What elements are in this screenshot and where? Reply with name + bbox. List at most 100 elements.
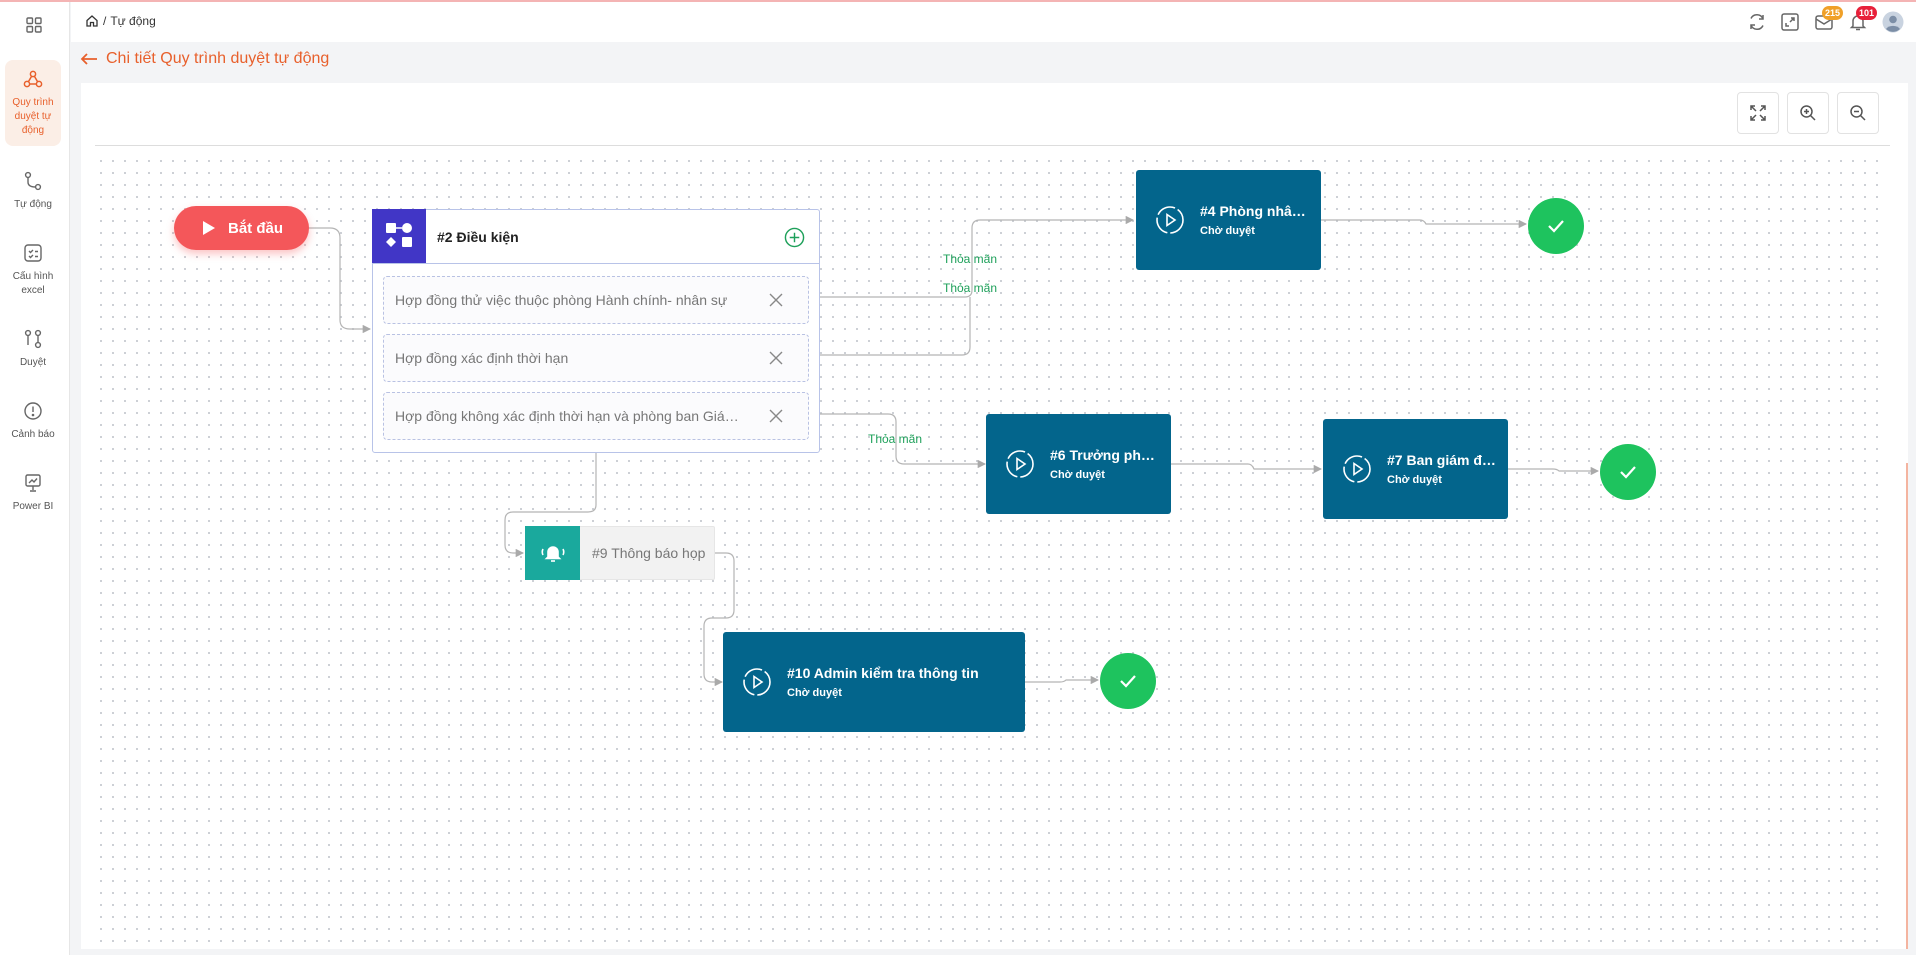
sidebar-item-warning[interactable]: Cảnh báo xyxy=(5,400,61,442)
condition-row[interactable]: Hợp đồng xác định thời hạn xyxy=(383,334,809,382)
fullscreen-icon[interactable] xyxy=(1779,11,1801,33)
back-arrow-icon[interactable] xyxy=(80,52,98,66)
edge-condition-to-notify xyxy=(504,453,597,558)
condition-row[interactable]: Hợp đồng không xác định thời hạn và phòn… xyxy=(383,392,809,440)
edge-step4-to-done xyxy=(1321,219,1528,229)
condition-row-text: Hợp đồng xác định thời hạn xyxy=(395,350,569,366)
bell-icon[interactable]: 101 xyxy=(1847,6,1878,33)
remove-condition-icon[interactable] xyxy=(769,409,783,423)
approval-step-10[interactable]: #10 Admin kiểm tra thông tin Chờ duyệt xyxy=(723,632,1025,732)
refresh-icon[interactable] xyxy=(1746,11,1768,33)
breadcrumb: / Tự động xyxy=(85,14,156,28)
edge-notify-to-step10 xyxy=(703,552,735,687)
toolbar-divider xyxy=(95,145,1890,146)
sidebar-item-label: Duyệt xyxy=(19,357,47,368)
mail-badge: 215 xyxy=(1822,6,1844,20)
step-name: #4 Phòng nhâ… xyxy=(1200,203,1306,219)
edge-condition-to-step4-a xyxy=(820,215,1135,298)
start-node-label: Bắt đầu xyxy=(228,219,284,237)
remove-condition-icon[interactable] xyxy=(769,293,783,307)
sidebar-item-workflow[interactable]: Quy trình duyệt tự động xyxy=(5,60,61,146)
start-node[interactable]: Bắt đầu xyxy=(174,206,309,250)
play-circle-icon xyxy=(1156,206,1184,234)
page-title: Chi tiết Quy trình duyệt tự động xyxy=(106,50,330,67)
power-bi-icon xyxy=(25,474,41,492)
notification-node[interactable]: #9 Thông báo họp xyxy=(525,526,715,580)
avatar[interactable] xyxy=(1882,11,1904,33)
auto-flow-icon xyxy=(24,171,42,191)
approval-step-6[interactable]: #6 Trưởng ph… Chờ duyệt xyxy=(986,414,1171,514)
step-status: Chờ duyệt xyxy=(1050,469,1105,481)
end-node[interactable] xyxy=(1528,198,1584,254)
sidebar-item-label: Quy trình duyệt tự động xyxy=(12,97,54,136)
step-status: Chờ duyệt xyxy=(787,687,842,699)
condition-row[interactable]: Hợp đồng thử việc thuộc phòng Hành chính… xyxy=(383,276,809,324)
fit-view-button[interactable] xyxy=(1737,92,1779,134)
condition-title: #2 Điều kiện xyxy=(437,228,519,245)
warning-icon xyxy=(24,402,42,420)
sidebar-item-power-bi[interactable]: Power BI xyxy=(5,472,61,514)
add-condition-icon[interactable] xyxy=(784,227,805,248)
sidebar-item-approve[interactable]: Duyệt xyxy=(5,328,61,370)
notification-label: #9 Thông báo họp xyxy=(592,545,706,561)
workflow-icon xyxy=(23,70,43,88)
step-status: Chờ duyệt xyxy=(1200,225,1255,237)
edge-start-to-condition xyxy=(309,227,372,334)
condition-row-text: Hợp đồng không xác định thời hạn và phòn… xyxy=(395,408,739,424)
step-status: Chờ duyệt xyxy=(1387,474,1442,486)
play-circle-icon xyxy=(1343,455,1371,483)
sidebar-item-label: Power BI xyxy=(12,501,54,512)
edge-step7-to-done xyxy=(1508,466,1600,476)
breadcrumb-separator: / xyxy=(103,14,107,28)
mail-icon[interactable]: 215 xyxy=(1813,6,1844,33)
zoom-in-button[interactable] xyxy=(1787,92,1829,134)
app-grid-icon[interactable] xyxy=(24,15,44,35)
end-node[interactable] xyxy=(1600,444,1656,500)
sidebar: Quy trình duyệt tự động Tự động Cấu hình… xyxy=(0,2,70,955)
step-name: #10 Admin kiểm tra thông tin xyxy=(787,665,979,681)
edge-step10-to-done xyxy=(1024,675,1100,685)
zoom-out-icon xyxy=(1850,105,1866,121)
play-circle-icon xyxy=(1006,450,1034,478)
sidebar-item-label: Tự động xyxy=(14,199,52,210)
condition-icon xyxy=(372,209,426,263)
edge-label: Thỏa mãn xyxy=(943,252,998,266)
check-icon xyxy=(1120,675,1136,688)
scroll-indicator xyxy=(1906,463,1908,949)
end-node[interactable] xyxy=(1100,653,1156,709)
page-header: Chi tiết Quy trình duyệt tự động xyxy=(80,50,329,68)
play-circle-icon xyxy=(743,668,771,696)
approve-flow-icon xyxy=(24,329,42,349)
notify-bell-icon xyxy=(525,526,580,580)
edge-condition-to-step4-b xyxy=(820,297,971,356)
home-icon[interactable] xyxy=(85,14,99,28)
check-icon xyxy=(1548,220,1564,233)
edge-condition-to-step6 xyxy=(820,413,987,469)
top-accent-line xyxy=(0,0,1916,2)
play-icon xyxy=(203,221,215,235)
zoom-in-icon xyxy=(1800,105,1816,121)
condition-row-text: Hợp đồng thử việc thuộc phòng Hành chính… xyxy=(395,292,728,308)
condition-node[interactable]: #2 Điều kiện Hợp đồng thử việc thuộc phò… xyxy=(372,209,820,453)
approval-step-7[interactable]: #7 Ban giám đ… Chờ duyệt xyxy=(1323,419,1508,519)
edge-label: Thỏa mãn xyxy=(943,281,998,295)
step-name: #6 Trưởng ph… xyxy=(1050,447,1155,463)
expand-icon xyxy=(1750,105,1766,121)
remove-condition-icon[interactable] xyxy=(769,351,783,365)
sidebar-item-auto[interactable]: Tự động xyxy=(5,170,61,212)
zoom-out-button[interactable] xyxy=(1837,92,1879,134)
condition-header: #2 Điều kiện xyxy=(372,209,819,264)
sidebar-item-label: Cảnh báo xyxy=(11,429,55,440)
excel-config-icon xyxy=(24,244,42,262)
top-bar: / Tự động 215 101 xyxy=(71,2,1916,42)
sidebar-item-excel-config[interactable]: Cấu hình excel xyxy=(5,242,61,298)
step-name: #7 Ban giám đ… xyxy=(1387,452,1496,468)
notification-badge: 101 xyxy=(1856,6,1878,20)
breadcrumb-current[interactable]: Tự động xyxy=(110,14,156,28)
edge-label: Thỏa mãn xyxy=(868,432,923,446)
approval-step-4[interactable]: #4 Phòng nhâ… Chờ duyệt xyxy=(1136,170,1321,270)
edge-step6-to-step7 xyxy=(1170,463,1323,474)
sidebar-item-label: Cấu hình excel xyxy=(12,271,54,296)
check-icon xyxy=(1620,466,1636,479)
